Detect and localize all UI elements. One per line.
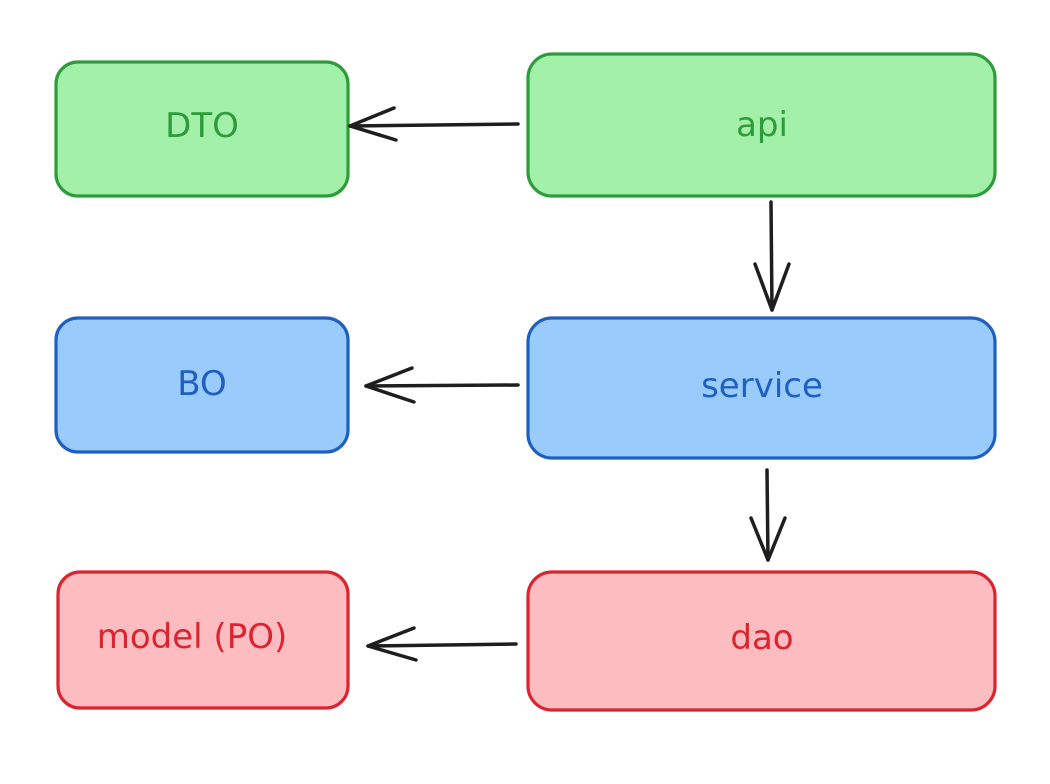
dao-to-model-arrow	[366, 626, 518, 662]
model-label: model (PO)	[97, 617, 287, 657]
dto-box	[54, 60, 350, 198]
dao-node[interactable]: dao	[526, 570, 997, 712]
service-label: service	[701, 366, 823, 406]
bo-box	[54, 316, 350, 454]
model-box	[56, 570, 350, 710]
api-to-dto-arrow	[348, 106, 520, 142]
api-label: api	[736, 105, 788, 145]
api-to-service-arrow	[753, 200, 791, 312]
bo-node[interactable]: BO	[54, 316, 350, 454]
dto-node[interactable]: DTO	[54, 60, 350, 198]
dao-box	[526, 570, 997, 712]
service-node[interactable]: service	[526, 316, 997, 460]
model-node[interactable]: model (PO)	[56, 570, 350, 710]
dto-label: DTO	[165, 106, 239, 146]
service-box	[526, 316, 997, 460]
api-node[interactable]: api	[526, 52, 997, 198]
bo-label: BO	[177, 364, 227, 404]
service-to-bo-arrow	[364, 366, 520, 404]
dao-label: dao	[730, 618, 793, 658]
api-box	[526, 52, 997, 198]
service-to-dao-arrow	[749, 468, 787, 562]
